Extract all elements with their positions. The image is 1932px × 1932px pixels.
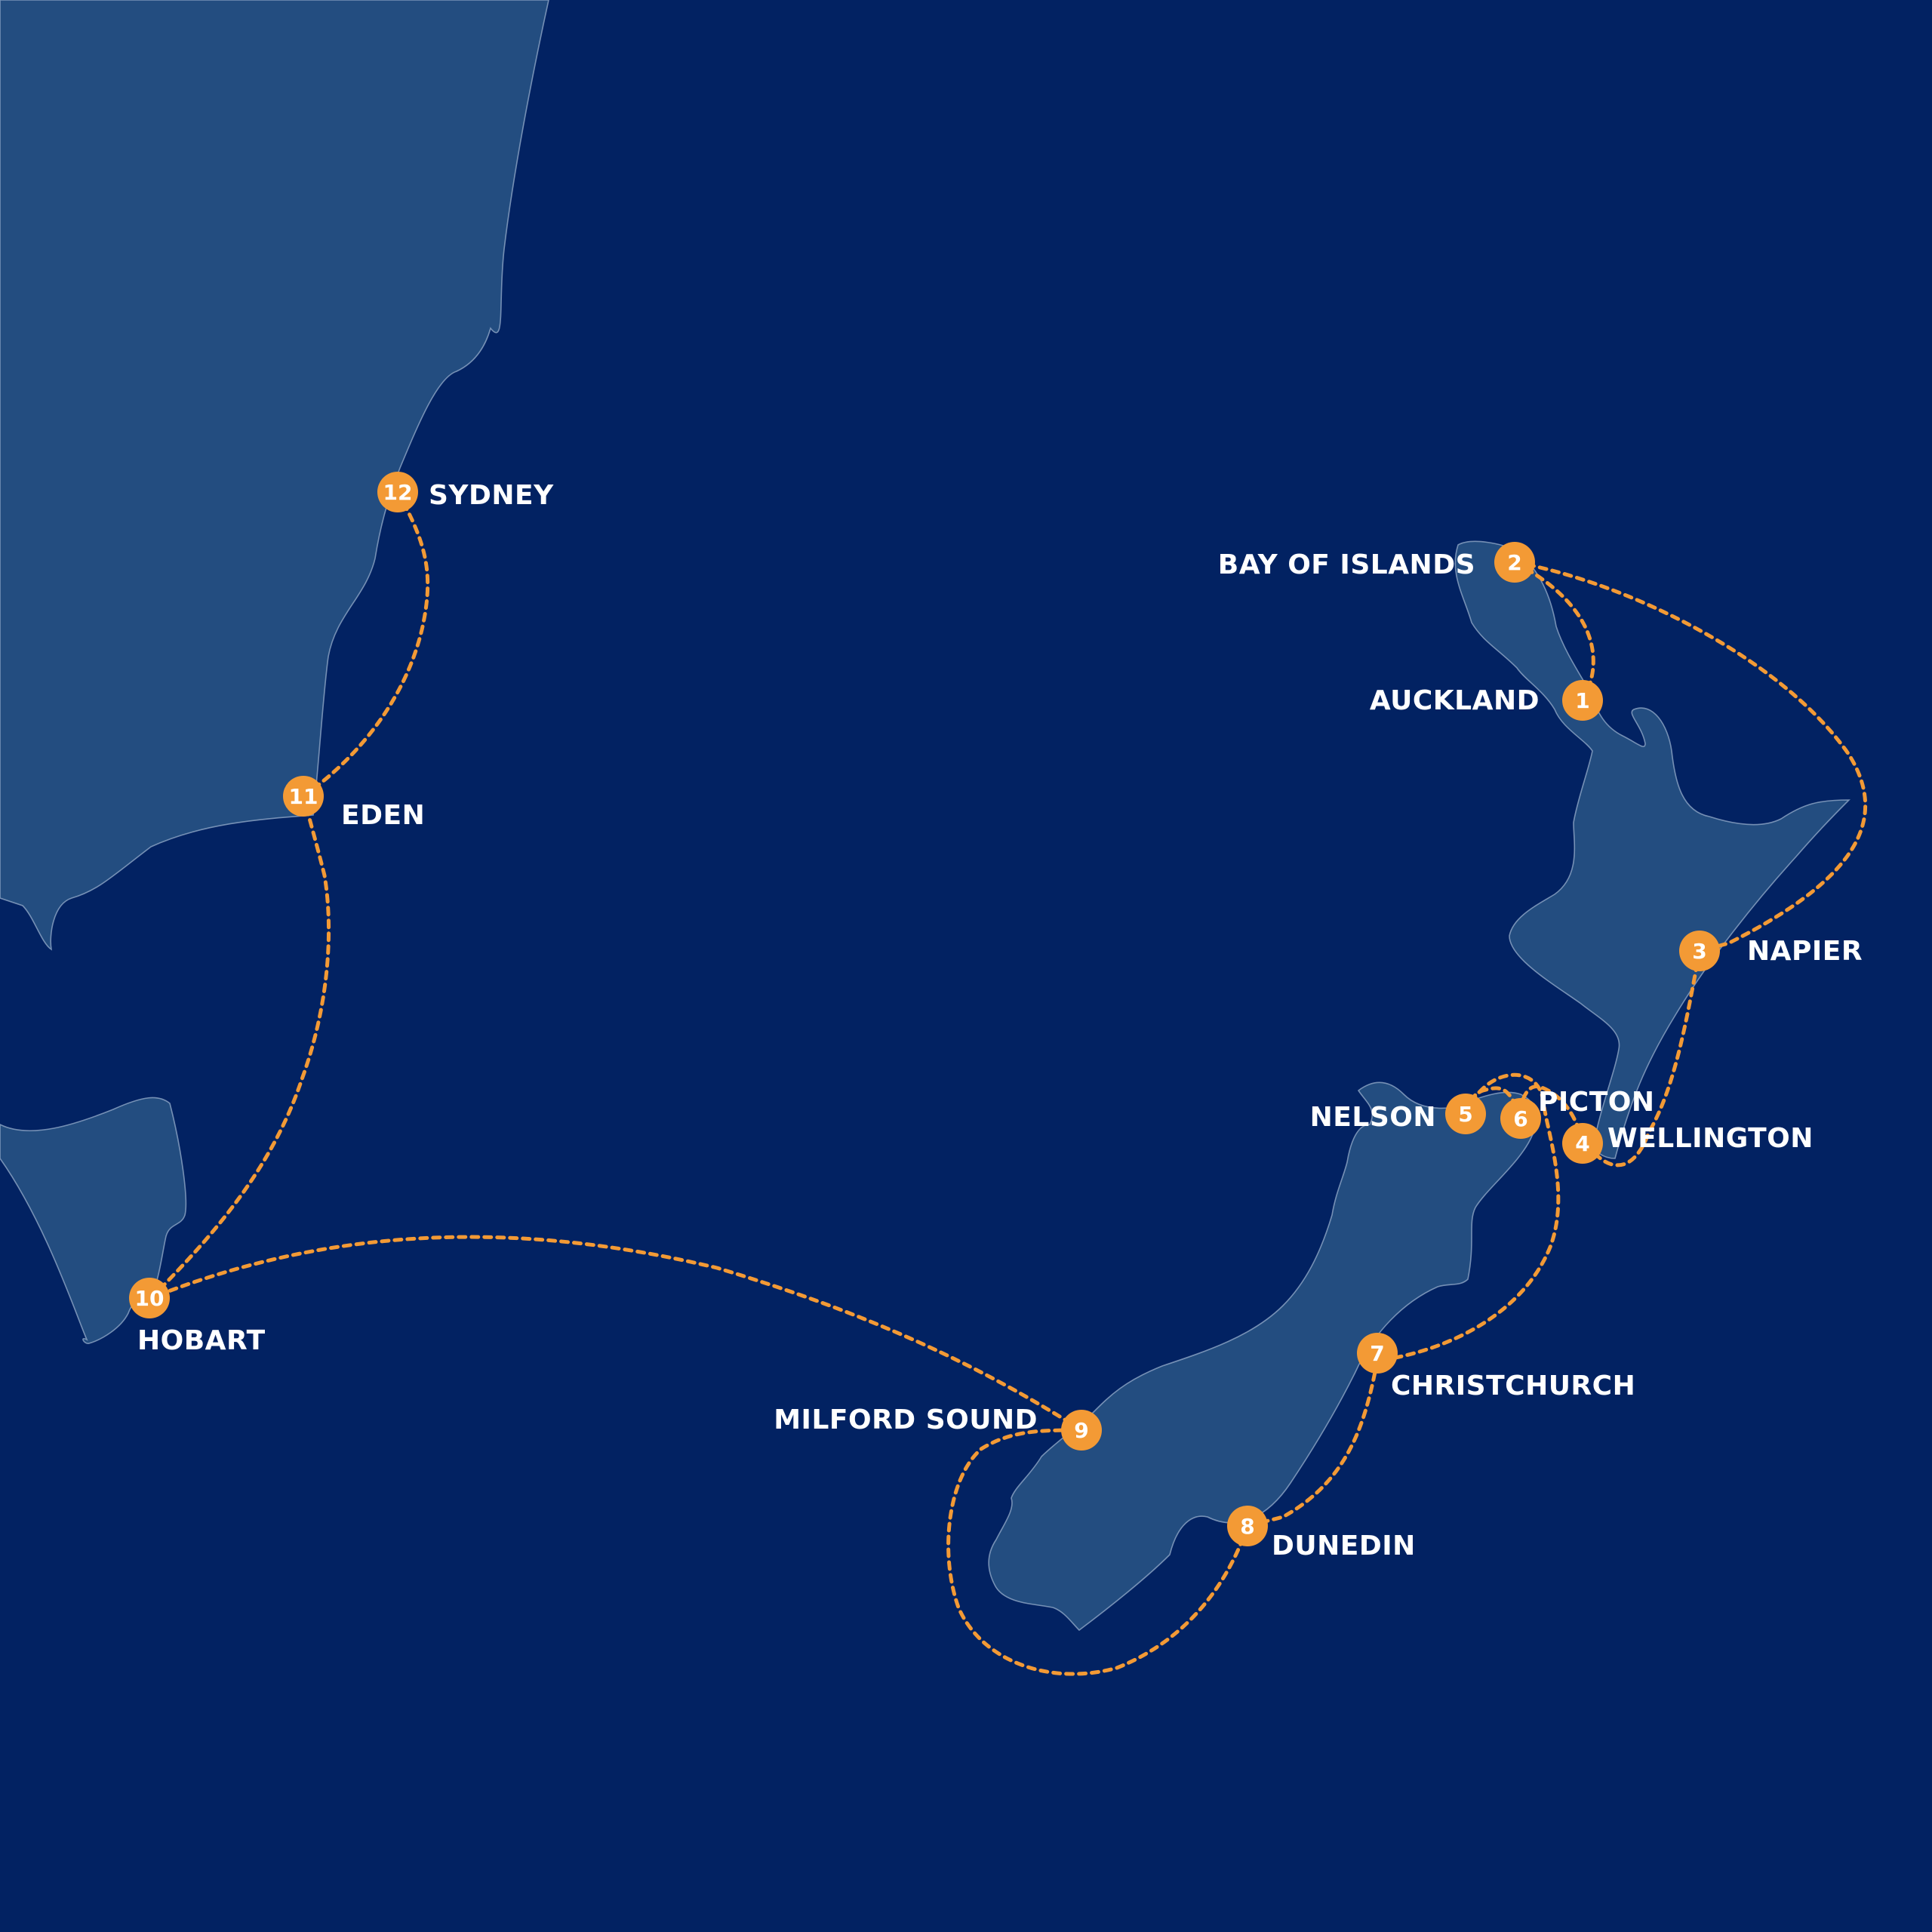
port-label-christchurch: CHRISTCHURCH (1391, 1371, 1635, 1401)
route-milford-sound-hobart (149, 1235, 1084, 1432)
port-marker-1[interactable]: 1 (1562, 680, 1603, 721)
port-label-dunedin: DUNEDIN (1272, 1531, 1416, 1561)
landmass-nz-south-island (988, 1081, 1539, 1632)
port-number: 7 (1370, 1341, 1384, 1366)
port-label-eden: EDEN (341, 800, 425, 831)
port-label-hobart: HOBART (137, 1325, 266, 1356)
route-eden-sydney (301, 490, 430, 798)
port-label-napier: NAPIER (1747, 936, 1863, 967)
port-label-wellington: WELLINGTON (1607, 1123, 1814, 1154)
port-marker-3[interactable]: 3 (1679, 931, 1720, 971)
port-number: 6 (1513, 1106, 1527, 1131)
route-christchurch-dunedin (1245, 1358, 1380, 1528)
port-number: 12 (383, 480, 413, 505)
port-number: 3 (1692, 939, 1706, 964)
port-number: 11 (289, 784, 318, 809)
port-marker-11[interactable]: 11 (283, 776, 324, 817)
port-label-auckland: AUCKLAND (1370, 685, 1540, 716)
route-bay-of-islands-napier (1512, 560, 1868, 953)
route-nelson-christchurch (1375, 1073, 1561, 1363)
port-label-bay-of-islands: BAY OF ISLANDS (1218, 549, 1475, 580)
port-number: 4 (1575, 1131, 1589, 1156)
port-marker-5[interactable]: 5 (1445, 1094, 1486, 1134)
port-number: 2 (1507, 550, 1521, 575)
port-marker-2[interactable]: 2 (1494, 542, 1535, 583)
port-marker-6[interactable]: 6 (1500, 1098, 1541, 1139)
port-marker-9[interactable]: 9 (1061, 1410, 1102, 1451)
port-marker-7[interactable]: 7 (1357, 1333, 1398, 1374)
port-marker-4[interactable]: 4 (1562, 1123, 1603, 1164)
port-marker-12[interactable]: 12 (377, 472, 418, 512)
port-number: 10 (135, 1286, 165, 1311)
port-number: 5 (1458, 1102, 1472, 1127)
route-hobart-eden (149, 794, 331, 1300)
port-number: 1 (1575, 688, 1589, 713)
port-label-milford-sound: MILFORD SOUND (774, 1404, 1038, 1435)
port-marker-8[interactable]: 8 (1227, 1506, 1268, 1546)
landmass-nz-north-island (1454, 540, 1850, 1159)
port-number: 8 (1240, 1514, 1254, 1539)
port-label-nelson: NELSON (1310, 1102, 1436, 1133)
landmass-australia (0, 0, 549, 951)
port-label-picton: PICTON (1538, 1087, 1655, 1118)
route-dunedin-milford-sound (946, 1428, 1250, 1676)
port-label-sydney: SYDNEY (429, 480, 554, 511)
port-number: 9 (1074, 1418, 1088, 1443)
port-marker-10[interactable]: 10 (129, 1278, 170, 1318)
